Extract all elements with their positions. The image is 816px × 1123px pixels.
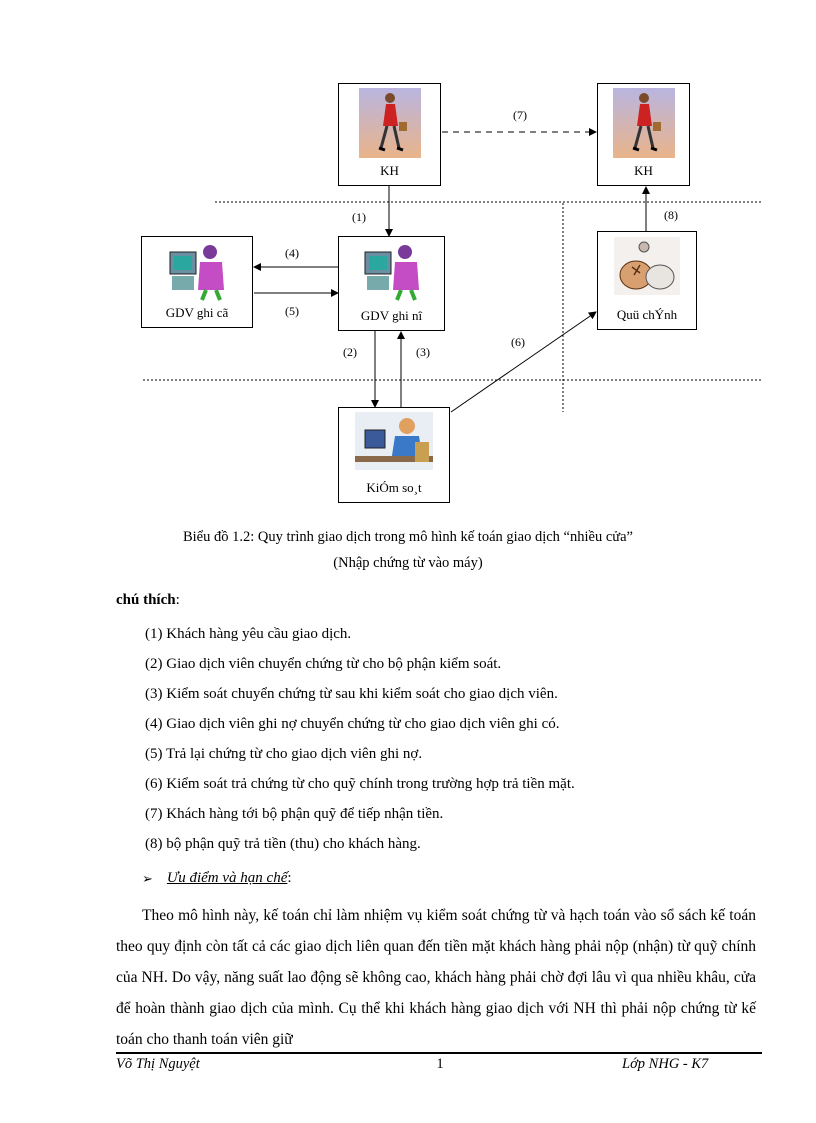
node-main-fund: Quü chÝnh <box>597 231 697 330</box>
list-item: (3) Kiểm soát chuyển chứng từ sau khi ki… <box>145 686 558 702</box>
arrow-label-6: (6) <box>511 335 525 349</box>
node-kh-cashier-side: KH <box>597 83 690 186</box>
section-colon: : <box>287 870 292 886</box>
computer-operator-icon <box>169 245 224 301</box>
footer-page-number: 1 <box>436 1056 444 1072</box>
list-item: (6) Kiểm soát trả chứng từ cho quỹ chính… <box>145 776 575 792</box>
node-gdv-debit: GDV ghi nî <box>338 236 445 331</box>
node-gdv-credit: GDV ghi cã <box>141 236 253 328</box>
node-controller: KiÓm so¸t <box>338 407 450 503</box>
diagram-connectors <box>143 128 762 413</box>
list-item: (5) Trả lại chứng từ cho giao dịch viên … <box>145 746 423 762</box>
node-main-fund-label: Quü chÝnh <box>616 307 678 322</box>
arrow-bullet-icon: ➢ <box>142 870 153 886</box>
arrow-label-3: (3) <box>416 345 430 359</box>
list-item: (2) Giao dịch viên chuyển chứng từ cho b… <box>145 656 502 672</box>
node-gdv-credit-label: GDV ghi cã <box>165 305 229 320</box>
section-title: Ưu điểm và hạn chế <box>166 870 288 886</box>
arrow-label-5: (5) <box>285 304 299 318</box>
footer-divider <box>116 1052 762 1054</box>
footer-author: Võ Thị Nguyệt <box>116 1056 200 1072</box>
money-bags-icon <box>614 237 680 295</box>
notes-heading-text: chú thích <box>116 592 176 608</box>
phone-worker-icon <box>355 412 433 470</box>
node-kh-label: KH <box>634 163 653 178</box>
figure-caption-line2: (Nhập chứng từ vào máy) <box>333 555 483 571</box>
notes-list: (1) Khách hàng yêu cầu giao dịch. (2) Gi… <box>145 622 575 862</box>
list-item: (8) bộ phận quỹ trả tiền (thu) cho khách… <box>145 836 421 852</box>
arrow-label-4: (4) <box>285 246 299 260</box>
node-controller-label: KiÓm so¸t <box>366 480 422 495</box>
list-item: (7) Khách hàng tới bộ phận quỹ để tiếp n… <box>145 806 444 822</box>
node-gdv-debit-label: GDV ghi nî <box>360 308 423 323</box>
section-subheading: ➢ Ưu điểm và hạn chế: <box>142 870 292 887</box>
arrow-label-2: (2) <box>343 345 357 359</box>
footer-class: Lớp NHG - K7 <box>622 1056 709 1072</box>
arrow-label-7: (7) <box>513 108 527 122</box>
figure-caption-line1: Biểu đồ 1.2: Quy trình giao dịch trong m… <box>182 529 633 545</box>
arrow-6 <box>450 311 597 413</box>
list-item: (4) Giao dịch viên ghi nợ chuyển chứng t… <box>145 716 560 732</box>
walking-woman-icon <box>612 88 675 158</box>
node-kh-label: KH <box>380 163 399 178</box>
arrow-label-1: (1) <box>352 210 366 224</box>
body-paragraph: Theo mô hình này, kế toán chỉ làm nhiệm … <box>116 907 756 1048</box>
arrow-label-8: (8) <box>664 208 678 222</box>
notes-heading: chú thích: <box>116 592 180 609</box>
computer-operator-icon <box>364 245 419 301</box>
node-kh-customer: KH <box>338 83 441 186</box>
list-item: (1) Khách hàng yêu cầu giao dịch. <box>145 626 352 642</box>
walking-woman-icon <box>358 88 421 158</box>
notes-heading-colon: : <box>175 592 180 608</box>
